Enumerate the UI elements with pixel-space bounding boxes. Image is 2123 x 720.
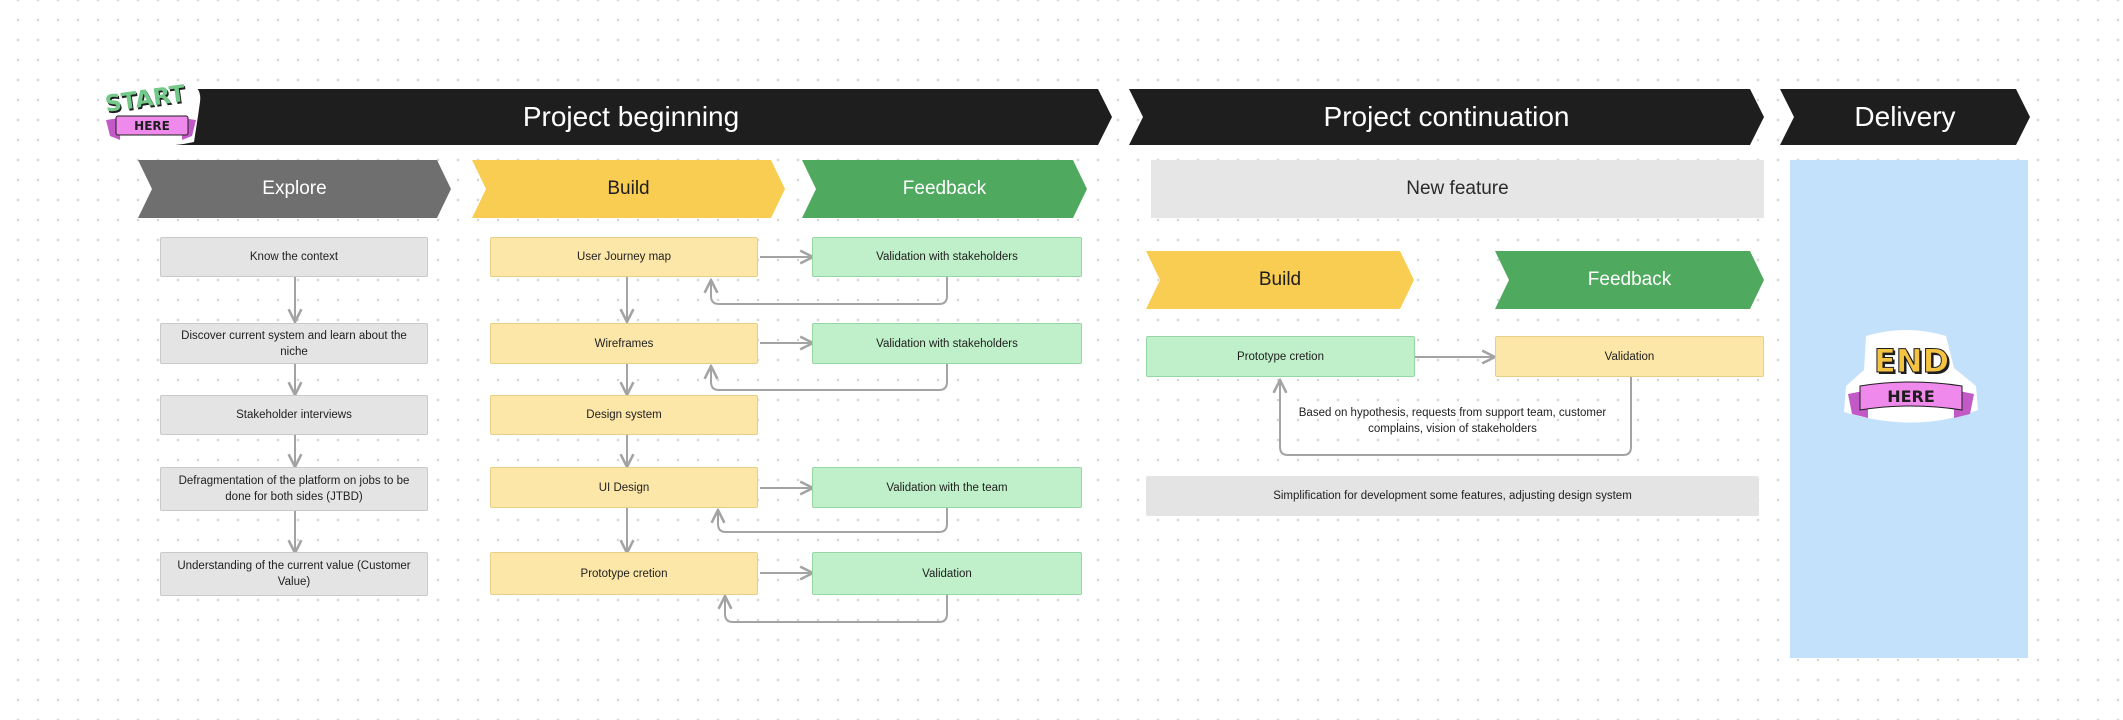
phase-project-beginning: Project beginning (150, 89, 1112, 145)
stage-label: Build (1258, 269, 1302, 290)
simplification-note: Simplification for development some feat… (1146, 476, 1759, 516)
step-text: Validation (1604, 350, 1655, 363)
step-text: Design system (586, 409, 662, 421)
explore-step-5: Understanding of the current value (Cust… (160, 552, 428, 596)
stage-label: Feedback (902, 178, 987, 199)
step-text: Prototype cretion (1237, 350, 1324, 363)
feedback-step-1: Validation with stakeholders (812, 237, 1082, 277)
build-step-ui-design: UI Design (490, 467, 758, 508)
stage-build-continuation: Build (1146, 251, 1414, 309)
step-text: Validation with stakeholders (876, 337, 1018, 350)
step-text: Wireframes (594, 337, 654, 350)
build-step-prototype: Prototype cretion (490, 552, 758, 595)
continuation-prototype: Prototype cretion (1146, 336, 1415, 377)
step-text: Discover current system and learn about … (181, 329, 407, 358)
step-text: Prototype cretion (580, 567, 668, 580)
step-text: Defragmentation of the platform on jobs … (178, 475, 410, 503)
step-text: Stakeholder interviews (236, 409, 352, 421)
loop-ui (718, 508, 948, 533)
stage-build: Build (472, 160, 785, 218)
build-step-user-journey: User Journey map (490, 237, 758, 277)
stage-feedback-continuation: Feedback (1495, 251, 1764, 309)
banner-label: New feature (1406, 178, 1509, 199)
step-text: Validation (922, 567, 972, 580)
build-step-wireframes: Wireframes (490, 323, 758, 364)
phase-delivery: Delivery (1780, 89, 2030, 145)
phase-project-continuation: Project continuation (1129, 89, 1764, 145)
explore-step-3: Stakeholder interviews (160, 395, 428, 435)
step-text: Know the context (249, 251, 339, 263)
loop-journey (711, 277, 948, 305)
step-text: UI Design (598, 481, 650, 494)
stage-explore: Explore (138, 160, 451, 218)
new-feature-banner: New feature (1151, 160, 1764, 218)
hypothesis-note: Based on hypothesis, requests from suppo… (1290, 405, 1615, 437)
continuation-validation: Validation (1495, 336, 1764, 377)
note-text: Based on hypothesis, requests from suppo… (1298, 407, 1607, 435)
step-text: Validation with the team (886, 481, 1008, 494)
explore-step-4: Defragmentation of the platform on jobs … (160, 467, 428, 511)
loop-validation (1280, 377, 1632, 456)
end-ribbon-text: HERE (1887, 387, 1935, 406)
end-here-sticker: END END HERE (1844, 330, 1978, 423)
feedback-step-3: Validation with the team (812, 467, 1082, 508)
explore-step-1: Know the context (160, 237, 428, 277)
step-text: Simplification for development some feat… (1273, 490, 1632, 502)
phase-title: Project beginning (522, 101, 740, 132)
end-word: END (1874, 342, 1949, 380)
step-text: Understanding of the current value (Cust… (177, 560, 411, 588)
end-word-shadow: END (1876, 344, 1951, 382)
start-ribbon-text: HERE (134, 119, 170, 133)
stage-feedback: Feedback (802, 160, 1087, 218)
stage-label: Build (607, 178, 650, 199)
explore-step-2: Discover current system and learn about … (160, 323, 428, 364)
feedback-step-4: Validation (812, 552, 1082, 595)
start-here-sticker: START START HERE (103, 81, 201, 146)
stage-label: Feedback (1587, 269, 1672, 290)
phase-title: Delivery (1854, 101, 1956, 132)
phase-title: Project continuation (1323, 101, 1570, 132)
stage-label: Explore (262, 178, 327, 199)
step-text: Validation with stakeholders (876, 251, 1018, 263)
loop-wireframes (711, 364, 948, 391)
feedback-step-2: Validation with stakeholders (812, 323, 1082, 364)
loop-prototype (725, 595, 948, 623)
step-text: User Journey map (577, 251, 671, 263)
build-step-design-system: Design system (490, 395, 758, 435)
